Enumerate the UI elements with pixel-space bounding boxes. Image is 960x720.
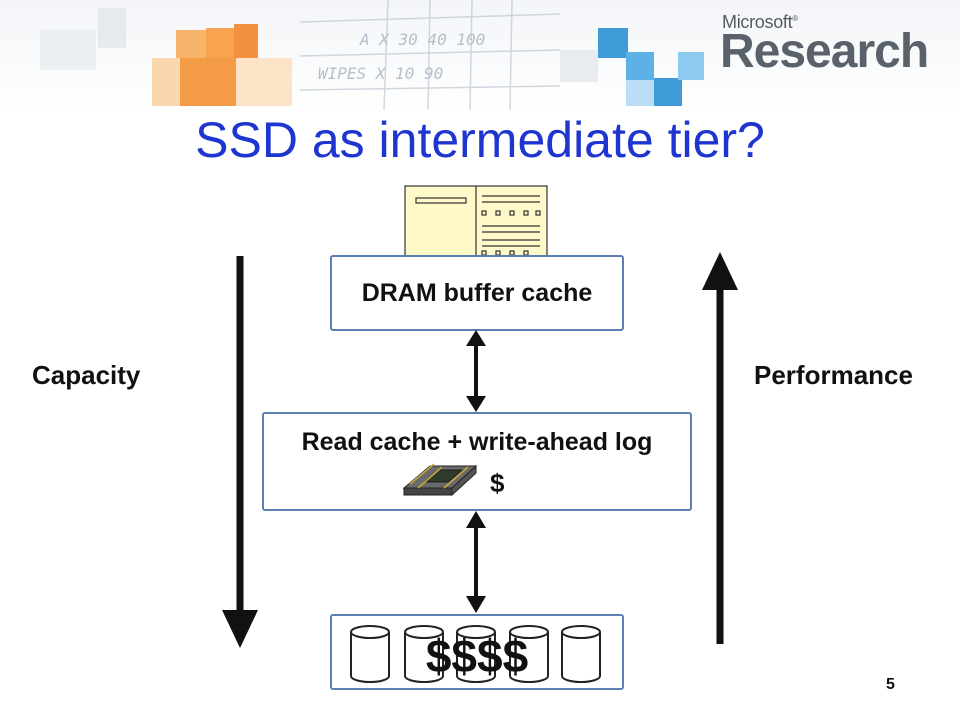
background-sketch-line: A X 30 40 100 [360,30,486,49]
dram-buffer-cache-label: DRAM buffer cache [361,279,593,307]
sketch-grid-lines [299,0,561,110]
mosaic-square-grey [560,50,598,82]
background-sketch-line: WIPES X 10 90 [318,64,444,83]
mosaic-square-grey [40,30,96,70]
ssd-tier-box: Read cache + write-ahead log $ [262,412,692,511]
mosaic-square-blue [678,52,704,80]
mosaic-square-blue [626,80,654,106]
mosaic-square-orange [180,58,236,106]
capacity-label: Capacity [32,360,141,390]
disk-cost-label: $$$$ [425,630,529,682]
mosaic-square-orange [152,58,180,106]
mosaic-square-orange [176,30,206,58]
mosaic-square-blue [598,28,628,58]
mosaic-square-grey [98,8,126,48]
mosaic-square-orange [234,24,258,58]
logo-microsoft: Microsoft® [722,12,798,32]
double-arrow-dram-ssd [466,330,486,412]
dram-buffer-cache-box: DRAM buffer cache [330,255,624,331]
logo-research: Research [720,25,929,78]
ssd-tier-label: Read cache + write-ahead log [301,428,653,456]
performance-arrow-up [702,252,738,644]
capacity-arrow-down [222,256,258,648]
ssd-cost-label: $ [490,468,505,498]
page-number: 5 [886,676,895,693]
header-band: A X 30 40 100 WIPES X 10 90 Microsoft® R… [0,0,960,110]
performance-label: Performance [754,360,913,390]
double-arrow-ssd-disk [466,511,486,613]
mosaic-square-orange [236,58,292,106]
mosaic-square-blue [654,78,682,106]
mosaic-square-blue [626,52,654,80]
slide-title: SSD as intermediate tier? [195,112,765,168]
